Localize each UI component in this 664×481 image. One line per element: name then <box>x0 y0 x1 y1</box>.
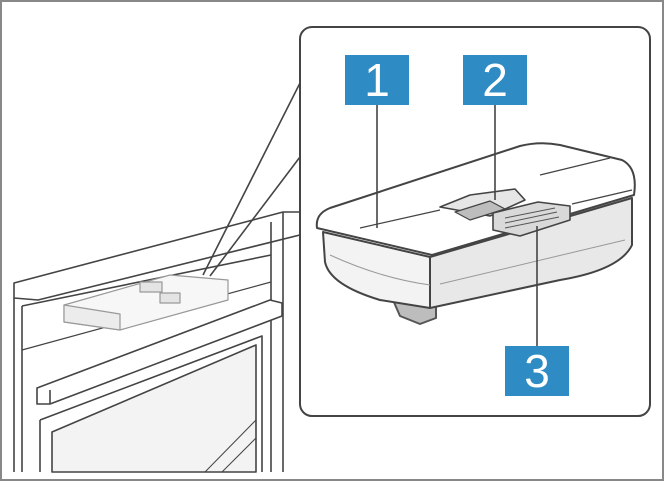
oven-window <box>51 344 257 473</box>
label-backgrounds <box>345 55 569 396</box>
label-3: 3 <box>524 345 550 397</box>
zoom-lines <box>202 82 304 277</box>
water-tank <box>315 142 636 325</box>
label-2: 2 <box>482 54 508 106</box>
tank-in-oven <box>63 274 229 331</box>
pointer-lines <box>376 105 538 346</box>
oven <box>13 211 321 473</box>
oven-handle <box>36 299 283 405</box>
label-1: 1 <box>364 54 390 106</box>
